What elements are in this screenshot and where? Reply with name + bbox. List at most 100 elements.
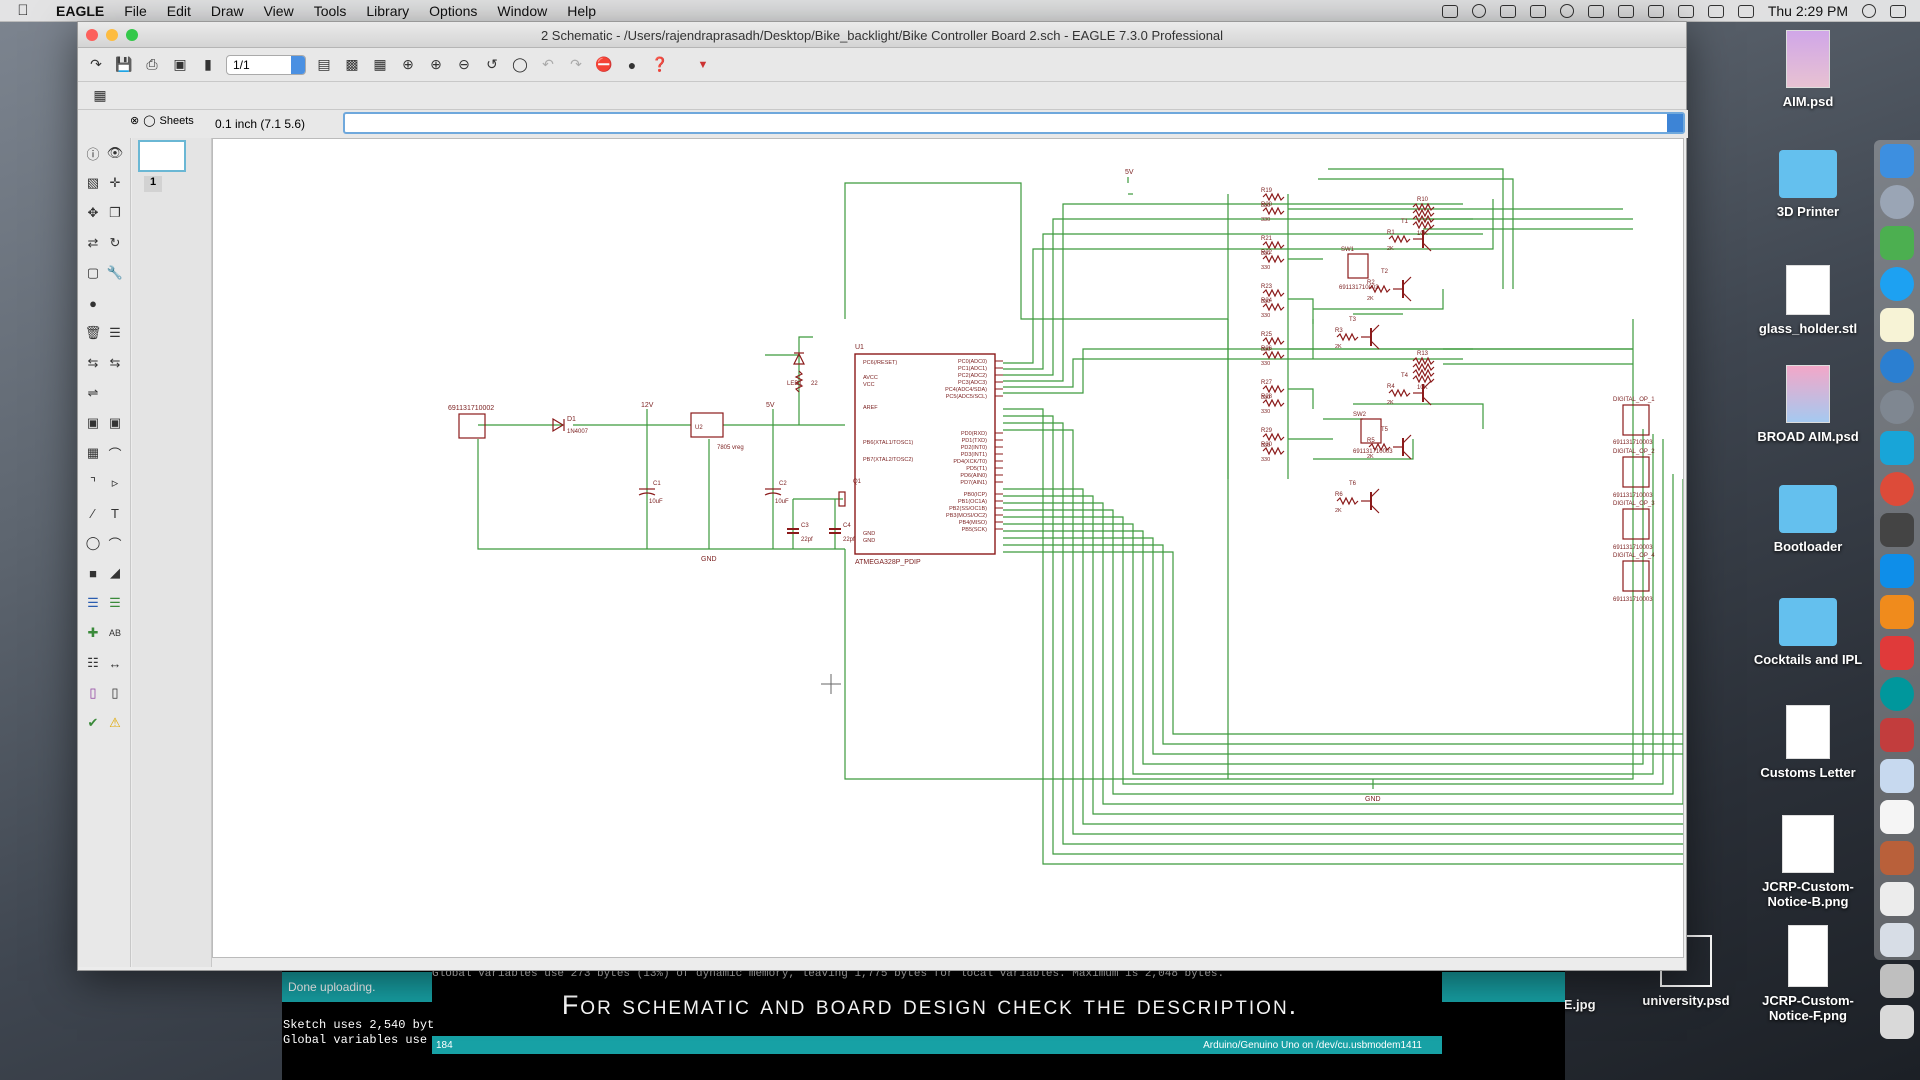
desktop-icon-customs-letter[interactable]: Customs Letter: [1748, 705, 1868, 780]
sheet-select[interactable]: 1/1: [226, 54, 306, 75]
final-cut-icon[interactable]: [1880, 513, 1914, 547]
sheets-options-icon[interactable]: ◯: [143, 115, 156, 127]
photo-icon[interactable]: [1880, 841, 1914, 875]
close-window-button[interactable]: [86, 28, 98, 41]
open-icon[interactable]: ↷: [90, 56, 102, 72]
dimension-icon[interactable]: ↔: [108, 655, 122, 671]
spotlight-icon[interactable]: [1862, 4, 1876, 18]
desktop-icon-bootloader[interactable]: Bootloader: [1748, 485, 1868, 554]
copy-icon[interactable]: ❐: [109, 205, 121, 220]
board-icon[interactable]: ▩: [345, 56, 359, 72]
leaf-icon[interactable]: [1880, 226, 1914, 260]
desktop-icon-cocktails[interactable]: Cocktails and IPL: [1748, 598, 1868, 667]
text-icon[interactable]: T: [111, 505, 119, 521]
clock[interactable]: Thu 2:29 PM: [1767, 3, 1848, 19]
gateswap-icon[interactable]: ⇆: [109, 355, 121, 370]
display-icon[interactable]: [1587, 4, 1604, 18]
volume-icon[interactable]: [1647, 4, 1664, 18]
menu-library[interactable]: Library: [366, 2, 410, 19]
close-sheets-icon[interactable]: ⊗: [130, 115, 140, 127]
photo-booth-icon[interactable]: [1880, 718, 1914, 752]
paste-icon[interactable]: ●: [89, 295, 97, 311]
finder-icon[interactable]: [1880, 144, 1914, 178]
desktop-icon-aim[interactable]: AIM.psd: [1748, 30, 1868, 109]
menu-options[interactable]: Options: [429, 2, 478, 19]
menu-file[interactable]: File: [124, 2, 147, 19]
wire-icon[interactable]: ∕: [91, 505, 95, 521]
preview-icon[interactable]: [1880, 759, 1914, 793]
value-icon[interactable]: ▣: [108, 415, 122, 430]
redo-icon[interactable]: ↷: [570, 56, 582, 72]
arc-icon[interactable]: ⌒: [108, 536, 122, 552]
vlc-icon[interactable]: [1880, 595, 1914, 629]
doc-icon[interactable]: [1880, 800, 1914, 834]
print-icon[interactable]: ⎙: [146, 56, 158, 72]
label-icon[interactable]: AB: [108, 628, 121, 638]
battery-icon[interactable]: [1737, 4, 1754, 18]
circle-icon[interactable]: ◯: [85, 535, 101, 550]
desktop-icon-jcrp-f[interactable]: JCRP-Custom-Notice-F.png: [1748, 925, 1868, 1023]
polygon-icon[interactable]: ◢: [110, 565, 120, 580]
warning-icon[interactable]: ⚠: [109, 715, 121, 730]
frame2-icon[interactable]: ▯: [111, 685, 119, 700]
smash-icon[interactable]: ▦: [86, 445, 100, 460]
c-app-icon[interactable]: [1880, 349, 1914, 383]
rect-icon[interactable]: ■: [89, 565, 97, 581]
script-icon[interactable]: ▤: [317, 56, 331, 72]
apple-icon[interactable]: : [0, 2, 46, 19]
menu-draw[interactable]: Draw: [210, 2, 244, 19]
menu-window[interactable]: Window: [497, 2, 548, 19]
code-icon[interactable]: [1617, 4, 1634, 18]
notification-center-icon[interactable]: [1890, 4, 1906, 18]
menu-help[interactable]: Help: [567, 2, 597, 19]
zoom-fit-icon[interactable]: ⊕: [402, 56, 414, 72]
sheet-thumbnail[interactable]: [138, 140, 186, 172]
change-icon[interactable]: 🔧: [106, 265, 124, 280]
mirror-icon[interactable]: ⇄: [87, 235, 99, 250]
grid-icon[interactable]: ▦: [93, 87, 107, 103]
undo-icon[interactable]: ↶: [542, 56, 554, 72]
printer-icon[interactable]: [1880, 964, 1914, 998]
menu-app-name[interactable]: EAGLE: [56, 2, 105, 19]
trash-icon[interactable]: [1880, 1005, 1914, 1039]
launchpad-icon[interactable]: [1880, 185, 1914, 219]
menu-edit[interactable]: Edit: [166, 2, 191, 19]
mark-icon[interactable]: ✛: [109, 175, 121, 190]
skype-icon[interactable]: [1880, 267, 1914, 301]
command-history-dropdown[interactable]: [1667, 114, 1683, 132]
wifi-icon[interactable]: [1677, 4, 1694, 18]
split-icon[interactable]: ⌝: [89, 475, 97, 490]
pinswap-icon[interactable]: ⇆: [87, 355, 99, 370]
zoom-in-icon[interactable]: ⊕: [430, 56, 442, 72]
miter-icon[interactable]: ⌒: [108, 446, 122, 462]
show-icon[interactable]: 👁: [106, 145, 124, 160]
chrome-app-icon[interactable]: [1880, 882, 1914, 916]
desktop-icon-glass-holder[interactable]: glass_holder.stl: [1748, 265, 1868, 336]
zoom-out-icon[interactable]: ⊖: [458, 56, 470, 72]
system-preferences-icon[interactable]: [1880, 390, 1914, 424]
eject-icon[interactable]: [1707, 4, 1724, 18]
notes-icon[interactable]: [1880, 308, 1914, 342]
bird-icon[interactable]: [1880, 636, 1914, 670]
design-link-icon[interactable]: ▼: [697, 58, 709, 71]
teamviewer-icon[interactable]: [1880, 554, 1914, 588]
drive-icon[interactable]: [1529, 4, 1546, 18]
attribute-icon[interactable]: ☷: [87, 655, 99, 670]
desktop-icon-broad-aim[interactable]: BROAD AIM.psd: [1748, 365, 1868, 444]
go-icon[interactable]: ●: [627, 56, 637, 73]
frame-icon[interactable]: ▯: [89, 685, 97, 700]
erc-icon[interactable]: ✔: [87, 715, 99, 730]
group-icon[interactable]: ▢: [86, 265, 100, 280]
redraw-icon[interactable]: ↺: [486, 56, 498, 72]
name-icon[interactable]: ▣: [86, 415, 100, 430]
zoom-select-icon[interactable]: ◯: [512, 56, 528, 72]
junction-icon[interactable]: ✚: [87, 625, 99, 640]
add-icon[interactable]: ☰: [109, 325, 121, 340]
cam-processor-icon[interactable]: ▣: [173, 56, 187, 72]
move-icon[interactable]: ✥: [87, 205, 99, 220]
blank2-icon[interactable]: [105, 383, 125, 403]
info-icon[interactable]: ⓘ: [86, 146, 100, 162]
replace-icon[interactable]: ⇌: [87, 385, 99, 400]
help-icon[interactable]: ❓: [651, 56, 669, 72]
command-line-input[interactable]: [343, 112, 1685, 134]
